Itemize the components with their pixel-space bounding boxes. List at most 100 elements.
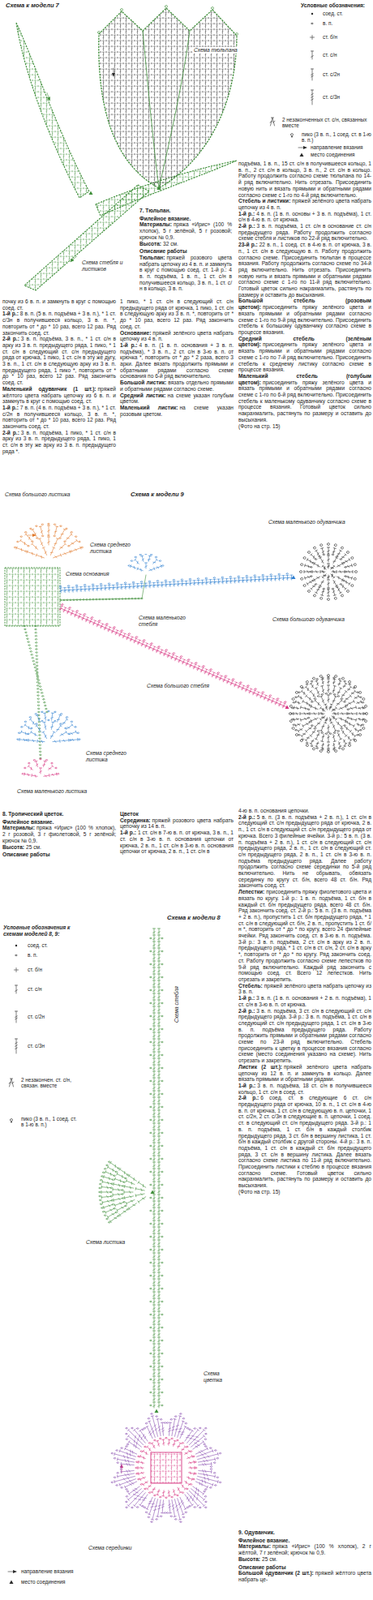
picot-dot — [10, 1121, 13, 1124]
run-in-heading: Маленький одуванчик (1 шт.): — [2, 385, 97, 392]
run-in-heading: Материалы: — [2, 824, 35, 831]
paragraph: 1-й р.:3 в. п. подъёма, 18 ст. с/н в пол… — [238, 1082, 372, 1095]
paragraph: Материалы:пряжа «Ирис» (100 % хлопок), 2… — [238, 1543, 372, 1556]
run-in-heading: 2-й р.: — [238, 1007, 255, 1014]
legend-text: направление вязания — [21, 1568, 86, 1574]
paragraph: Описание работы — [139, 248, 232, 255]
paragraph: Средний стебель (зелёным цветом):присоед… — [238, 335, 372, 373]
paragraph: Серединка:пряжей розового цвета набрать … — [120, 817, 234, 830]
legend-text: ст. с/н — [27, 986, 78, 992]
paragraph: Высота:25 см. — [2, 844, 116, 851]
leaf-chart — [16, 22, 90, 198]
paragraph: 4-ю в. п. основания цепочки. — [238, 807, 372, 815]
run-in-heading: 2-й р.: — [2, 429, 20, 436]
text-column: 8. Тропический цветок.Филейное вязание.М… — [2, 810, 116, 858]
paragraph: Цветок — [120, 810, 234, 818]
legend-text: 2 незаконченных ст. с/н, связанных вмест… — [282, 116, 372, 129]
paragraph: Материалы:пряжа «Ирис» (100 % хлопок), 2… — [2, 824, 116, 844]
chart-caption: Схема основания — [64, 570, 112, 578]
run-in-heading: 2-й р.: — [238, 814, 256, 820]
legend-text: место соединения — [310, 151, 373, 158]
chart-caption: Схема к модели 9 — [129, 491, 213, 499]
legend-text: ст. с/3н — [27, 1042, 78, 1049]
body-text: 7 в. п. (4 в. п. подъёма + 3 в. п.), * 1… — [2, 404, 116, 429]
text-column: 4-ю в. п. основания цепочки.2-й р.:5 в. … — [238, 807, 372, 1196]
paragraph: Стебель и листики:пряжей зелёного цвета … — [238, 197, 372, 211]
run-in-heading: 23-й р.: — [238, 241, 258, 248]
legend-text: направление вязания — [310, 144, 373, 151]
body-text: 25 см. — [25, 844, 42, 850]
body-text: 4 в. п. (1 в. п. основы + 3 в. п. подъём… — [238, 210, 372, 223]
run-in-heading: Серединка: — [120, 817, 151, 824]
paragraph: 2-й р.:3 в. п. подъёма, 3 в. п., * 1 ст.… — [2, 335, 116, 386]
chart-caption: Схема среднего листика — [89, 541, 152, 554]
join-mark — [157, 186, 162, 191]
section-heading: Цветок — [120, 810, 139, 817]
text-column: 9. Одуванчик. Филейное вязание.Материалы:… — [238, 1529, 372, 1583]
paragraph: 8. Тропический цветок. — [2, 810, 116, 818]
paragraph: 1-й р.:8 в. п. (5 в. п. подъёма + 3 в. п… — [2, 310, 116, 336]
legend-text: 2 незакончен. ст. с/н, связан. вместе — [21, 1076, 78, 1089]
body-text: (Фото на стр. 15) — [238, 423, 281, 429]
body-text: 4-ю в. п. основания цепочки. — [238, 807, 309, 814]
run-in-heading: Стебель: — [238, 982, 263, 989]
paragraph: Филейное вязание. — [139, 215, 232, 223]
run-in-heading: Тюльпан: — [139, 254, 165, 261]
direction-arrow — [111, 72, 116, 78]
body-text: 3 в. п. подъёма, 1 ст. с/н в основание с… — [238, 222, 372, 241]
body-text: 25 см. — [261, 1556, 278, 1562]
run-in-heading: Материалы: — [139, 221, 172, 228]
run-in-heading: 1-й р.: — [120, 342, 138, 348]
paragraph: Описание работы — [2, 851, 116, 858]
legend-text: ст. б/н — [322, 34, 370, 40]
paragraph: 2-й р.:5 в. п. (3 в. п. подъёма + 2 в. п… — [238, 814, 372, 889]
paragraph: (Фото на стр. 15) — [238, 423, 372, 430]
direction-arrow — [12, 1569, 18, 1574]
paragraph: 2-й р.:3 в. п. подъёма, 1 ст. с/н в осно… — [238, 222, 372, 242]
body-text: 3 в. п. подъёма, 3 в. п., * 1 ст. с/н в … — [2, 335, 116, 386]
run-in-heading: 1-й р.: — [2, 404, 19, 411]
paragraph: 7. Тюльпан. — [139, 207, 232, 215]
paragraph: Высота:32 см. — [139, 240, 232, 248]
paragraph: Филейное вязание. — [2, 818, 116, 826]
body-text: 22 в. п., 1 соед. ст. в 4-ю в. п. от крю… — [238, 241, 372, 298]
paragraph: 2-й р.:6 соед. ст. в следующие 6 ст. с/н… — [238, 1094, 372, 1189]
section-heading: Описание работы — [238, 1564, 287, 1570]
paragraph: Филейное вязание. — [238, 1537, 372, 1544]
legend-text: ст. с/2н — [27, 1013, 78, 1020]
run-in-heading: 2-й р.: — [238, 1094, 259, 1101]
paragraph: 2-й р.:3 в. п. подъёма, 3 ст. с/н в след… — [238, 1007, 372, 1064]
body-text: (Фото на стр. 15) — [238, 1188, 281, 1195]
join-mark — [9, 1580, 14, 1585]
chart-caption: Схема маленького стебля — [137, 614, 205, 627]
body-text: присоединить пряжу зелёного цвета и вяза… — [238, 379, 372, 423]
run-in-heading: 1-й р.: — [238, 994, 255, 1001]
paragraph: 1 пико, * 1 ст. с/н в следующий ст. с/н … — [120, 298, 234, 331]
paragraph: почку из 6 в. п. и замкнуть в круг с пом… — [2, 298, 116, 311]
legend-text: в. п. — [27, 951, 78, 958]
paragraph: Стебель:пряжей зелёного цвета набрать це… — [238, 982, 372, 995]
paragraph: 23-й р.:22 в. п., 1 соед. ст. в 4-ю в. п… — [238, 241, 372, 298]
run-in-heading: 1-й р.: — [2, 310, 19, 317]
run-in-heading: Лепестки: — [238, 888, 265, 895]
paragraph: Основание:пряжей зелёного цвета набрать … — [120, 330, 234, 343]
section-heading: Филейное вязание. — [139, 215, 191, 222]
paragraph: Большой одуванчик (2 шт.):пряжей жёлтого… — [238, 1569, 372, 1583]
paragraph: Средний листик:на схеме указан голубым ц… — [120, 392, 234, 405]
legend-text: ст. б/н — [27, 966, 78, 973]
paragraph: Большой стебель (розовым цветом):присоед… — [238, 297, 372, 335]
paragraph: Лепестки:присоединить пряжу фиолетового … — [238, 888, 372, 983]
paragraph: 2-й р.:3 в. п. подъёма, 1 пико, * 1 ст. … — [2, 429, 116, 455]
join-mark — [89, 191, 94, 196]
text-column: подъёма, 1 в. п., 15 ст. с/н в получивше… — [238, 160, 372, 429]
stitch-symbols — [111, 1413, 222, 1523]
paragraph: 1-й р.:7 в. п. (4 в. п. подъёма + 3 в. п… — [2, 404, 116, 430]
run-in-heading: Высота: — [238, 1556, 261, 1562]
stitch-symbols — [21, 604, 288, 1499]
run-in-heading: Материалы: — [238, 1543, 271, 1549]
section-heading: 9. Одуванчик. — [238, 1529, 275, 1535]
run-in-heading: Маленький листик: — [120, 404, 178, 411]
stitch-symbols — [14, 523, 84, 558]
join-mark — [154, 1409, 159, 1414]
